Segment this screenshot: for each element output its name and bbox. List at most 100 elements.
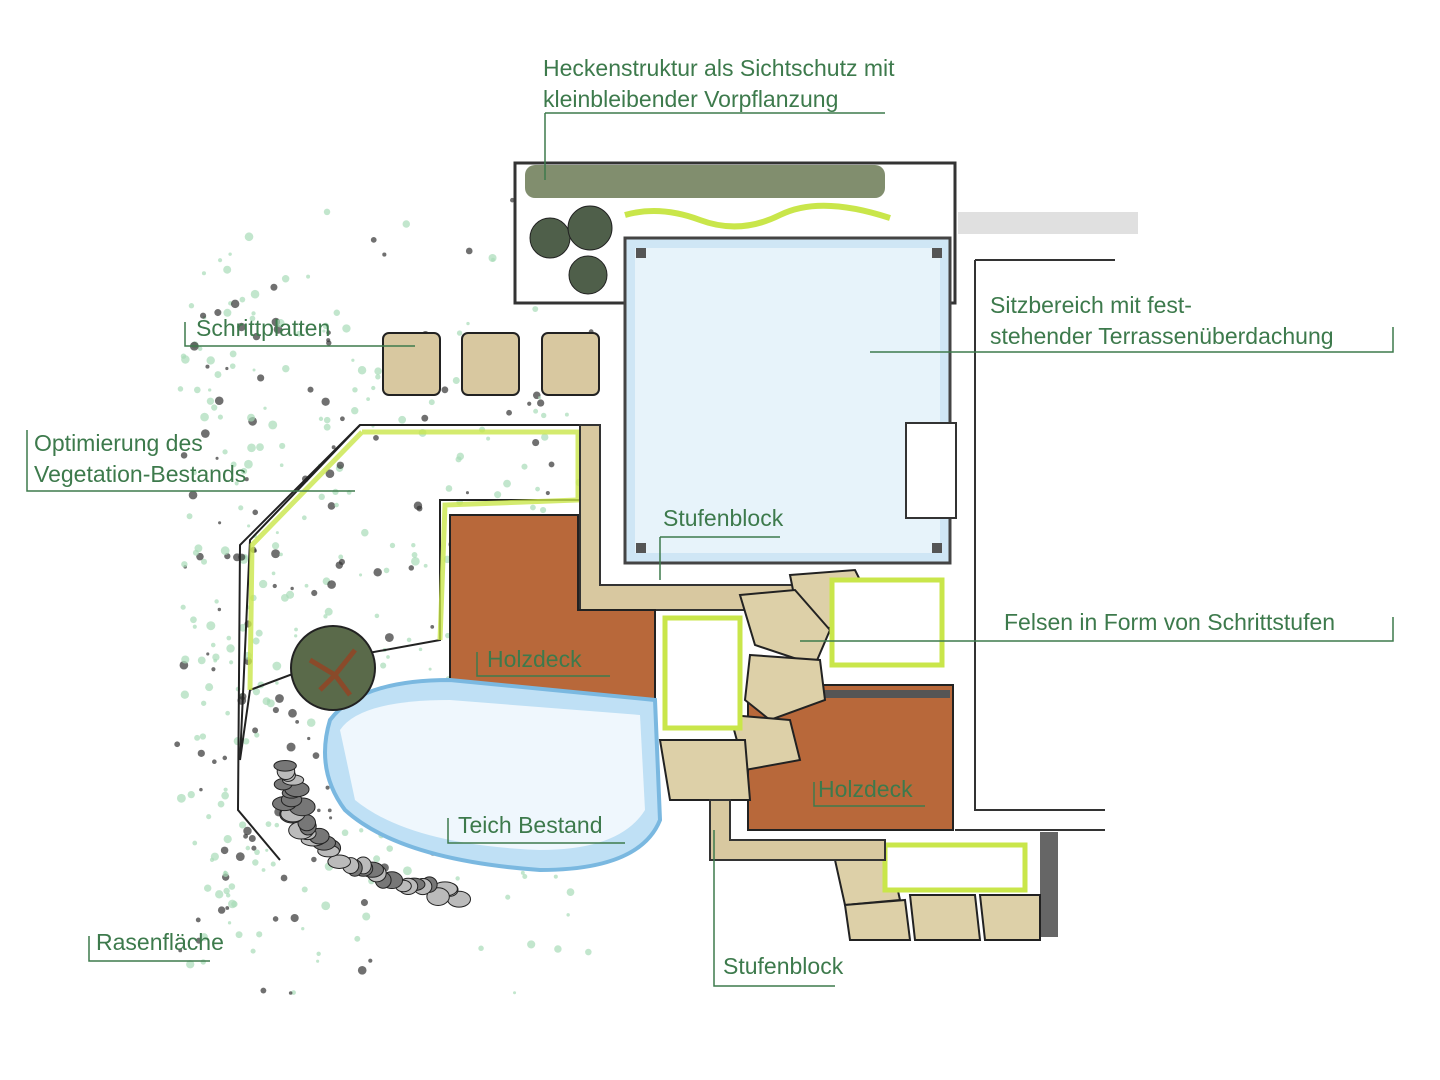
lawn-dot <box>217 607 222 612</box>
lawn-dot <box>234 481 239 486</box>
lawn-dot <box>527 401 532 406</box>
lawn-dot <box>373 855 381 863</box>
lawn-dot <box>541 412 547 419</box>
lawn-dot <box>250 289 260 299</box>
lawn-dot <box>215 456 219 460</box>
lawn-dot <box>239 296 246 303</box>
lawn-dot <box>271 542 280 550</box>
lawn-dot <box>338 554 344 560</box>
lawn-dot <box>386 655 390 659</box>
lawn-dot <box>235 852 245 862</box>
lawn-dot <box>244 477 249 482</box>
lawn-dot <box>290 913 299 923</box>
label-vegetation-line2: Vegetation-Bestands <box>34 461 247 487</box>
lawn-dot <box>174 741 181 748</box>
lawn-dot <box>312 752 320 759</box>
lawn-dot <box>532 439 540 447</box>
lawn-dot <box>445 485 453 492</box>
lawn-dot <box>494 491 502 499</box>
lawn-dot <box>478 945 484 952</box>
lawn-dot <box>217 414 223 420</box>
lawn-dot <box>322 322 329 329</box>
lawn-dot <box>279 442 286 450</box>
lawn-dot <box>281 275 290 283</box>
lawn-dot <box>366 397 370 401</box>
shrubs <box>529 205 613 295</box>
lawn-dot <box>521 463 528 470</box>
leader-lines <box>26 112 1394 987</box>
planting-beds <box>662 577 1028 893</box>
lawn-dot <box>307 736 311 741</box>
lawn-dot <box>288 708 297 718</box>
lawn-dot <box>222 449 228 455</box>
lawn-dot <box>217 906 226 914</box>
lawn-dot <box>336 461 345 469</box>
lawn-dot <box>382 252 387 257</box>
lawn-dot <box>384 633 394 642</box>
lawn-dot <box>248 835 256 842</box>
lawn-dot <box>323 208 331 216</box>
lawn-dot <box>301 886 308 893</box>
lawn-dot <box>217 800 225 808</box>
lawn-dot <box>307 386 314 393</box>
label-pond: Teich Bestand <box>458 812 603 838</box>
lawn-dot <box>268 420 278 430</box>
gravel-strip <box>958 212 1138 234</box>
lawn-dot <box>545 490 550 496</box>
lawn-dot <box>455 456 462 463</box>
lawn-dot <box>272 706 279 714</box>
lawn-dot <box>304 583 309 588</box>
lawn-dot <box>229 350 237 358</box>
lawn-dot <box>408 565 415 571</box>
pebble <box>273 759 297 772</box>
lawn-dot <box>206 652 210 656</box>
lawn-dot <box>210 852 219 861</box>
lawn-dot <box>389 542 396 549</box>
lawn-dot <box>403 866 412 876</box>
lawn-dot <box>323 423 331 431</box>
lawn-dot <box>306 718 316 727</box>
lawn-dot <box>311 589 318 597</box>
lawn-dot <box>180 604 186 610</box>
lawn-dot <box>272 661 282 671</box>
lawn-dot <box>186 960 195 969</box>
hedge <box>525 165 885 198</box>
label-rocks: Felsen in Form von Schrittstufen <box>1004 609 1336 635</box>
lawn-dot <box>324 607 333 616</box>
lawn-dot <box>221 791 229 800</box>
lawn-dot <box>275 531 279 535</box>
lawn-dot <box>428 667 432 671</box>
lawn-dot <box>243 833 249 839</box>
lawn-dot <box>270 283 278 291</box>
lawn-dot <box>249 315 256 322</box>
label-stepping-stones: Schrittplatten <box>196 315 331 341</box>
lawn-dot <box>325 469 335 479</box>
lawn-dot <box>212 759 217 765</box>
lawn-dot <box>428 399 435 406</box>
lawn-dot <box>244 232 254 242</box>
lawn-dot <box>265 848 269 852</box>
lawn-dot <box>195 937 202 944</box>
lawn-dot <box>321 397 330 406</box>
lawn-dot <box>252 859 259 866</box>
lawn-dot <box>252 332 261 341</box>
lawn-dot <box>465 247 473 255</box>
lawn-dot <box>383 567 390 574</box>
lawn-dot <box>223 787 228 792</box>
label-hedge-line1: Heckenstruktur als Sichtschutz mit <box>543 55 895 81</box>
lawn-dot <box>205 683 214 692</box>
lawn-dot <box>206 356 215 365</box>
lawn-dot <box>245 845 251 851</box>
lawn-dot <box>323 614 328 619</box>
lawn-dot <box>466 321 470 326</box>
lawn-dot <box>193 386 201 394</box>
label-step-block-bottom: Stufenblock <box>723 953 844 979</box>
lawn-dot <box>374 367 382 375</box>
lawn-dot <box>332 488 339 496</box>
lawn-dot <box>411 552 418 558</box>
lawn-dot <box>222 871 229 877</box>
label-hedge-line2: kleinbleibender Vorpflanzung <box>543 86 839 112</box>
lawn-dot <box>190 616 197 624</box>
